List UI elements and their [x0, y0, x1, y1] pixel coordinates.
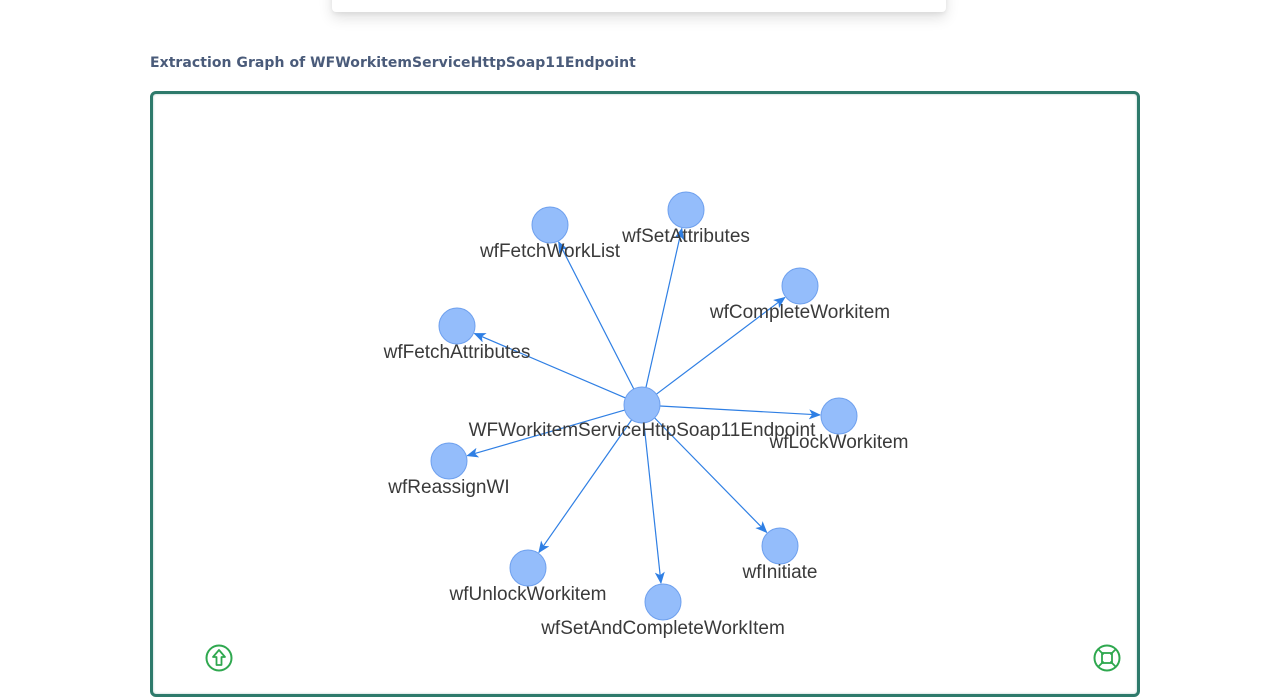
edge-wfUnlockWorkitem	[538, 419, 633, 554]
edge-wfSetAttributes	[645, 227, 685, 388]
edge-wfReassignWI	[466, 409, 625, 458]
section-title: Extraction Graph of WFWorkitemServiceHtt…	[150, 55, 636, 71]
fit-view-icon[interactable]	[1092, 643, 1122, 673]
node-wfUnlockWorkitem[interactable]	[509, 549, 547, 587]
node-wfReassignWI[interactable]	[430, 442, 468, 480]
node-label-wfFetchAttributes: wfFetchAttributes	[383, 342, 531, 363]
edge-wfLockWorkitem	[659, 405, 822, 420]
node-wfSetAndCompleteWorkItem[interactable]	[644, 583, 682, 621]
nodes-layer	[430, 191, 858, 621]
node-label-wfReassignWI: wfReassignWI	[387, 477, 509, 498]
node-wfInitiate[interactable]	[761, 527, 799, 565]
node-wfSetAttributes[interactable]	[667, 191, 705, 229]
node-wfFetchWorkList[interactable]	[531, 206, 569, 244]
node-label-wfSetAttributes: wfSetAttributes	[621, 226, 750, 247]
node-WFWorkitemServiceHttpSoap11Endpoint[interactable]	[623, 386, 661, 424]
node-label-WFWorkitemServiceHttpSoap11Endpoint: WFWorkitemServiceHttpSoap11Endpoint	[469, 420, 816, 441]
graph-canvas[interactable]: WFWorkitemServiceHttpSoap11Endpoint wfFet…	[153, 94, 1137, 694]
graph-panel[interactable]: WFWorkitemServiceHttpSoap11Endpoint wfFet…	[150, 91, 1140, 697]
node-label-wfUnlockWorkitem: wfUnlockWorkitem	[449, 584, 607, 605]
edges-layer	[466, 227, 822, 585]
arrow-up-circle-icon[interactable]	[204, 643, 234, 673]
edge-wfFetchWorkList	[558, 241, 635, 390]
node-wfFetchAttributes[interactable]	[438, 307, 476, 345]
edge-wfCompleteWorkitem	[656, 296, 786, 395]
node-label-wfLockWorkitem: wfLockWorkitem	[768, 432, 908, 453]
edge-wfSetAndCompleteWorkItem	[643, 422, 665, 585]
labels-layer: WFWorkitemServiceHttpSoap11Endpoint wfFet…	[383, 226, 909, 639]
node-label-wfInitiate: wfInitiate	[742, 562, 818, 583]
top-card	[332, 0, 946, 12]
node-wfCompleteWorkitem[interactable]	[781, 267, 819, 305]
node-label-wfCompleteWorkitem: wfCompleteWorkitem	[709, 302, 890, 323]
node-label-wfFetchWorkList: wfFetchWorkList	[479, 241, 621, 262]
edge-wfInitiate	[654, 417, 768, 534]
node-label-wfSetAndCompleteWorkItem: wfSetAndCompleteWorkItem	[540, 618, 785, 639]
node-wfLockWorkitem[interactable]	[820, 397, 858, 435]
edge-wfFetchAttributes	[473, 332, 626, 399]
